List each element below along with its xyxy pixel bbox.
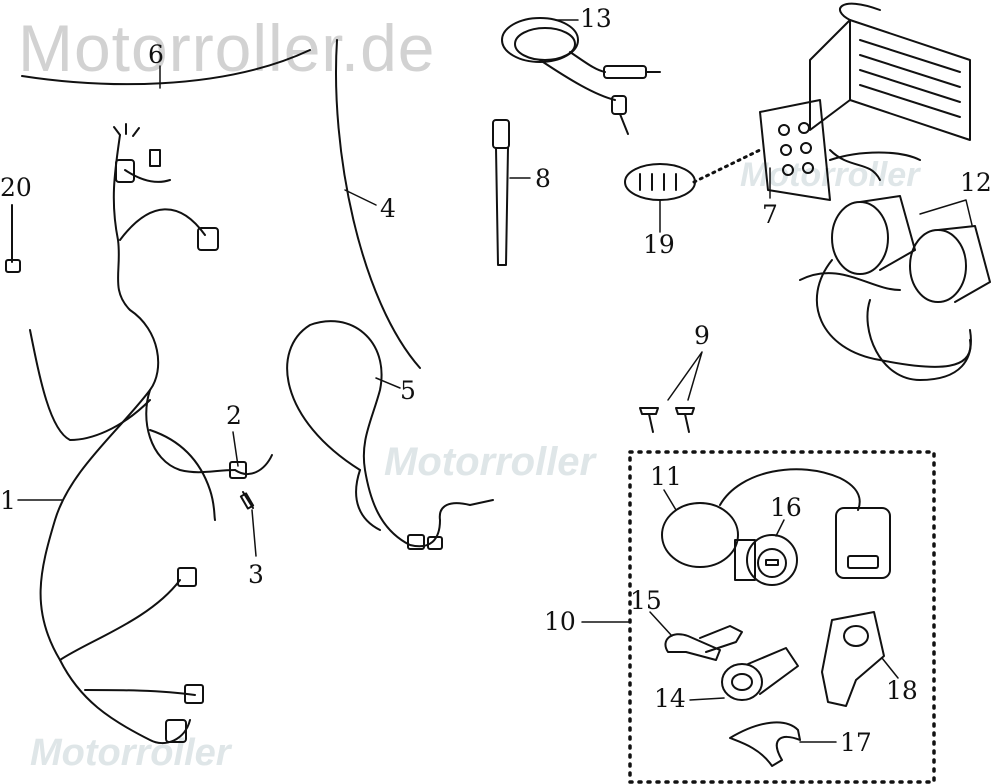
callout-12: 12: [960, 168, 992, 197]
part-12-speakers: [799, 195, 991, 381]
dotted-link-19-7: [692, 148, 762, 184]
callout-14: 14: [654, 684, 686, 713]
leader-12: [919, 199, 973, 226]
part-13-cable: [501, 17, 661, 135]
leader-5: [375, 377, 401, 389]
leader-4: [344, 189, 377, 206]
part-18-bracket: [821, 611, 885, 707]
callout-20: 20: [0, 173, 32, 202]
leader-16: [775, 519, 785, 537]
part-8-cable-tie: [492, 119, 510, 266]
part-6-cable: [21, 49, 311, 86]
leader-15: [649, 611, 673, 637]
callout-16: 16: [770, 493, 802, 522]
callout-18: 18: [886, 676, 918, 705]
part-9-screws: [639, 407, 695, 433]
watermark-bottom: Motorroller: [30, 732, 231, 774]
part-1-harness: [29, 123, 247, 745]
part-14-seat-lock: [721, 647, 799, 701]
callout-6: 6: [148, 40, 164, 69]
callout-2: 2: [226, 401, 242, 430]
part-17-clip: [729, 721, 801, 767]
leader-9: [667, 351, 703, 401]
callout-17: 17: [840, 728, 872, 757]
callout-1: 1: [0, 486, 16, 515]
watermark-middle: Motorroller: [384, 440, 596, 484]
part-4-cable: [335, 39, 421, 369]
part-15-keys: [664, 625, 743, 661]
leader-11: [663, 489, 677, 511]
part-19-screws: [624, 163, 696, 201]
callout-9: 9: [694, 321, 710, 350]
lock-set-box: [628, 450, 936, 784]
leader-18: [881, 657, 899, 679]
leader-3: [251, 509, 257, 557]
part-5-wire: [286, 320, 494, 550]
callout-5: 5: [400, 376, 416, 405]
part-7-amplifier: [759, 2, 971, 201]
callout-4: 4: [380, 194, 396, 223]
part-2-wire: [234, 454, 273, 475]
leader-14: [689, 697, 725, 701]
watermark-top: Motorroller.de: [18, 11, 436, 85]
part-20-bolt: [5, 204, 21, 273]
callout-19: 19: [643, 230, 675, 259]
callout-7: 7: [762, 200, 778, 229]
callout-8: 8: [535, 164, 551, 193]
part-11-ignition: [661, 468, 891, 579]
callout-13: 13: [580, 4, 612, 33]
callout-15: 15: [630, 586, 662, 615]
part-16-lock: [734, 534, 798, 586]
callout-11: 11: [650, 462, 682, 491]
leader-2: [232, 431, 239, 467]
callout-3: 3: [248, 560, 264, 589]
callout-10: 10: [544, 607, 576, 636]
